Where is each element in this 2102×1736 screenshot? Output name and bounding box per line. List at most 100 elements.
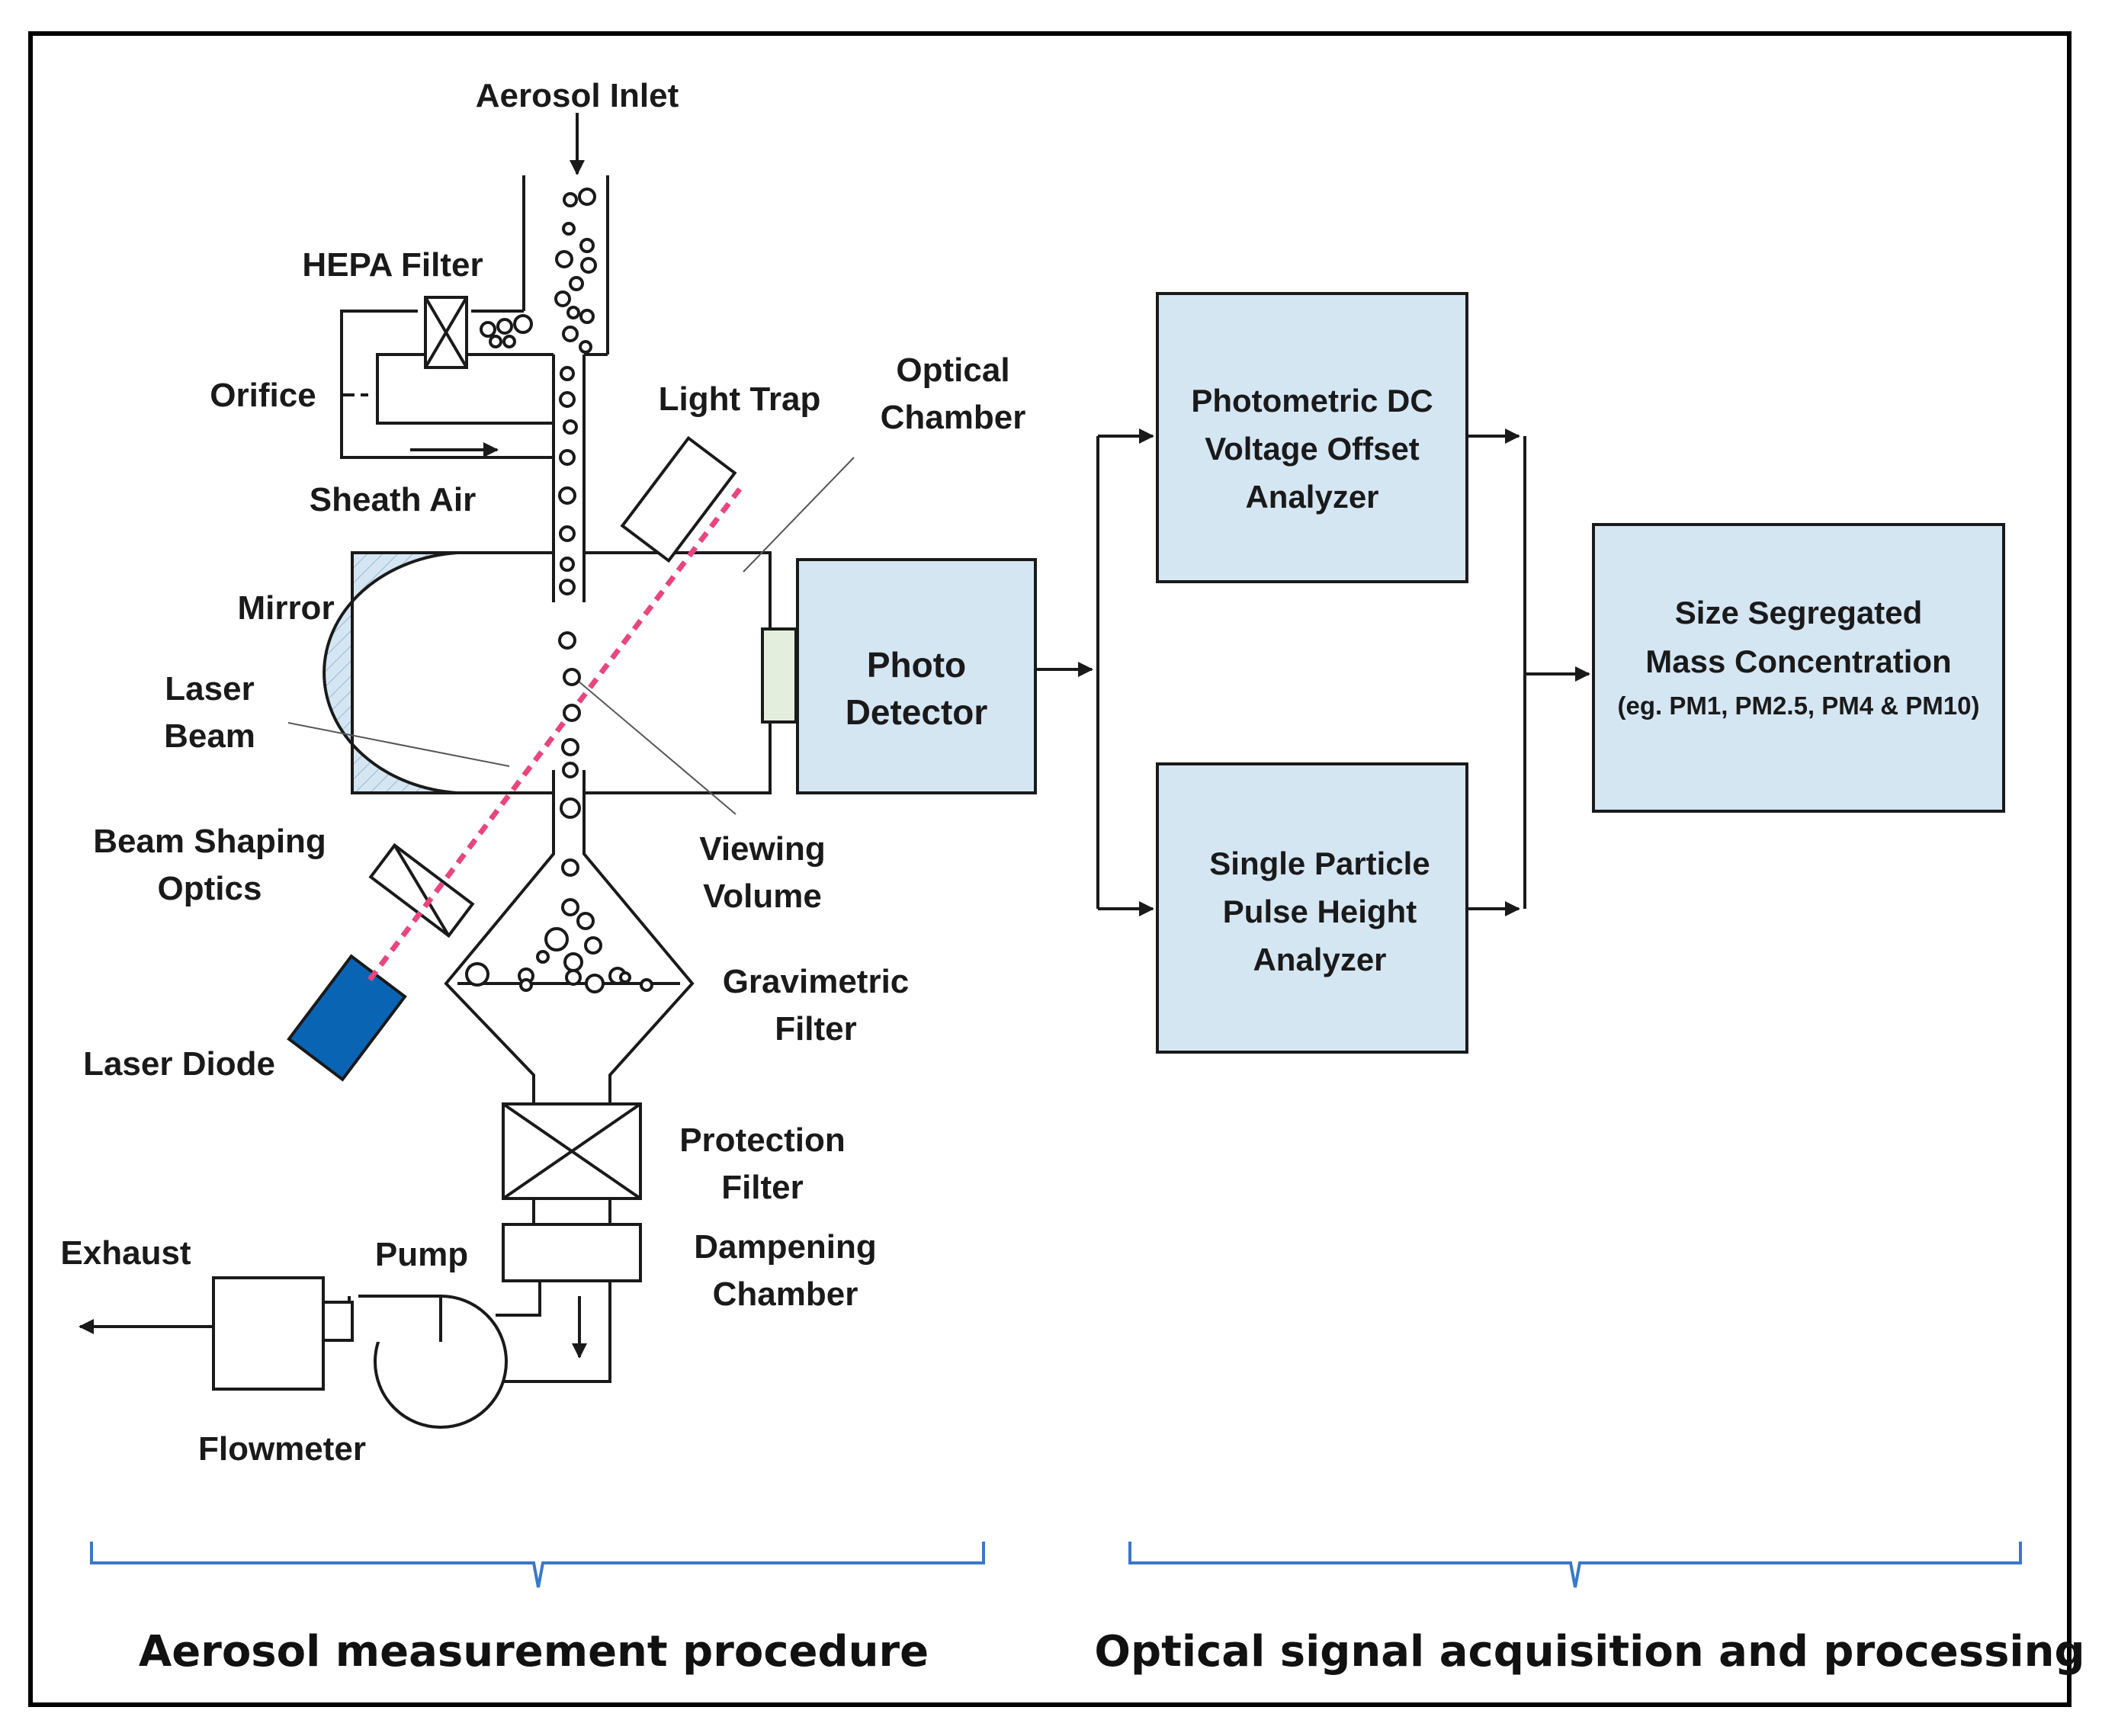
single-particle-line-2: Pulse Height bbox=[1223, 894, 1417, 929]
aerosol-particle bbox=[560, 366, 575, 381]
aerosol-particle bbox=[561, 738, 579, 756]
aerosol-particle bbox=[554, 290, 571, 307]
light-trap-element bbox=[620, 435, 737, 563]
aerosol-particle bbox=[563, 668, 581, 686]
aerosol-instrument bbox=[79, 113, 855, 1429]
aerosol-particle bbox=[502, 335, 516, 348]
laser-diode-element bbox=[287, 954, 407, 1082]
aerosol-particle bbox=[480, 321, 496, 338]
mirror-label: Mirror bbox=[237, 589, 334, 627]
dampening-chamber-element bbox=[502, 1223, 642, 1282]
viewing-volume-leader bbox=[567, 672, 737, 815]
aerosol-particle bbox=[566, 306, 580, 319]
mass-concentration-box bbox=[1592, 523, 2005, 813]
beam-shaping-optics-label-2: Optics bbox=[158, 870, 262, 907]
photometric-line-2: Voltage Offset bbox=[1205, 431, 1420, 467]
aerosol-particle bbox=[544, 927, 569, 951]
aerosol-particle bbox=[563, 419, 578, 435]
single-particle-line-3: Analyzer bbox=[1253, 942, 1386, 977]
beam-shaping-optics-element bbox=[368, 842, 475, 939]
mass-concentration-line-1: Size Segregated bbox=[1675, 595, 1922, 631]
optical-chamber-label-2: Chamber bbox=[881, 399, 1026, 436]
optical-chamber-label-1: Optical bbox=[896, 351, 1009, 389]
aerosol-particle bbox=[560, 557, 575, 572]
aerosol-particle bbox=[465, 962, 489, 987]
aerosol-particle bbox=[561, 858, 579, 877]
laser-diode-label: Laser Diode bbox=[83, 1045, 275, 1083]
laser-beam-leader bbox=[287, 722, 510, 767]
sheath-air-label: Sheath Air bbox=[310, 481, 476, 518]
aerosol-particle bbox=[580, 257, 597, 274]
aerosol-particle bbox=[559, 579, 576, 595]
aerosol-particle bbox=[560, 797, 581, 819]
instrument-labels: Aerosol Inlet HEPA Filter Orifice Sheath… bbox=[60, 77, 1025, 1468]
laser-beam-label-1: Laser bbox=[165, 670, 254, 708]
laser-beam-label-2: Beam bbox=[164, 717, 255, 755]
right-brace bbox=[1128, 1542, 2022, 1588]
aerosol-particle bbox=[562, 326, 579, 342]
pump-label: Pump bbox=[375, 1236, 468, 1273]
orifice-label: Orifice bbox=[210, 377, 316, 414]
aerosol-particle bbox=[579, 309, 595, 324]
aerosol-particle bbox=[558, 486, 576, 505]
aerosol-particle bbox=[576, 912, 595, 930]
viewing-volume-label-1: Viewing bbox=[699, 830, 825, 868]
flowmeter-element bbox=[212, 1276, 325, 1391]
mass-concentration-line-3: (eg. PM1, PM2.5, PM4 & PM10) bbox=[1618, 692, 1980, 720]
aerosol-particle bbox=[559, 449, 576, 466]
single-particle-line-1: Single Particle bbox=[1209, 846, 1430, 881]
left-caption: Aerosol measurement procedure bbox=[139, 1627, 929, 1677]
photo-detector-line-1: Photo bbox=[867, 645, 966, 685]
optical-chamber-leader bbox=[743, 457, 855, 573]
viewing-volume-label-2: Volume bbox=[703, 878, 822, 915]
hepa-filter-label: HEPA Filter bbox=[302, 246, 483, 284]
aerosol-particle bbox=[561, 898, 579, 916]
protection-filter-label-1: Protection bbox=[679, 1122, 846, 1159]
aerosol-particle bbox=[562, 762, 579, 778]
aerosol-inlet-label: Aerosol Inlet bbox=[476, 77, 679, 114]
aerosol-particle bbox=[578, 188, 596, 206]
mirror-element bbox=[323, 551, 458, 794]
right-caption: Optical signal acquisition and processin… bbox=[1094, 1627, 2084, 1677]
aerosol-particle bbox=[489, 335, 502, 348]
gravimetric-filter-label-1: Gravimetric bbox=[723, 963, 910, 1000]
photometric-line-1: Photometric DC bbox=[1191, 383, 1433, 419]
aerosol-particle bbox=[569, 276, 584, 291]
particles bbox=[465, 188, 653, 993]
aerosol-particle bbox=[585, 974, 605, 993]
aerosol-particle bbox=[563, 952, 583, 972]
aerosol-particle bbox=[584, 936, 602, 955]
aerosol-particle bbox=[558, 631, 576, 650]
left-brace bbox=[90, 1542, 985, 1588]
exhaust-label: Exhaust bbox=[60, 1234, 191, 1272]
aerosol-particle bbox=[563, 192, 578, 207]
aerosol-particle bbox=[496, 318, 513, 335]
flowmeter-label: Flowmeter bbox=[198, 1430, 366, 1468]
aerosol-particle bbox=[565, 969, 582, 986]
single-particle-analyzer-box bbox=[1156, 762, 1468, 1054]
aerosol-particle bbox=[559, 525, 576, 542]
laser-beam-line bbox=[367, 482, 746, 982]
beam-shaping-optics-label-1: Beam Shaping bbox=[93, 823, 326, 860]
aerosol-particle bbox=[562, 222, 576, 236]
aerosol-particle bbox=[579, 340, 592, 354]
dampening-chamber-label-2: Chamber bbox=[713, 1276, 858, 1313]
signal-processing: Photo Detector Photometric DC Voltage Of… bbox=[796, 292, 2005, 1054]
aerosol-particle bbox=[513, 314, 533, 334]
aerosol-particle bbox=[640, 978, 653, 992]
photo-detector-box bbox=[796, 558, 1037, 794]
aerosol-particle bbox=[619, 971, 631, 984]
light-trap-label: Light Trap bbox=[659, 380, 821, 418]
photometric-line-3: Analyzer bbox=[1245, 479, 1378, 515]
aerosol-particle bbox=[559, 391, 576, 408]
gravimetric-filter-label-2: Filter bbox=[775, 1010, 857, 1048]
aerosol-particle bbox=[519, 978, 533, 992]
mass-concentration-line-2: Mass Concentration bbox=[1645, 643, 1951, 679]
photo-detector-line-2: Detector bbox=[846, 692, 988, 732]
aerosol-particle bbox=[555, 250, 573, 268]
dampening-chamber-label-1: Dampening bbox=[694, 1228, 877, 1266]
aerosol-particle bbox=[536, 950, 550, 964]
aerosol-particle bbox=[563, 704, 581, 722]
detector-window bbox=[761, 627, 797, 724]
